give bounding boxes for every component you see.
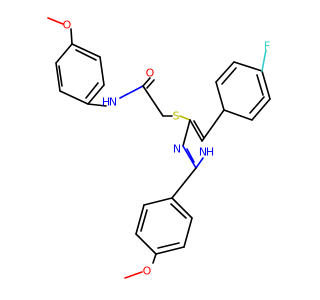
bond-double-inner: [170, 203, 187, 219]
bond-double-inner: [221, 67, 237, 85]
bond: [155, 246, 185, 255]
atom-h-imidazole: H: [206, 146, 214, 159]
bond: [55, 43, 73, 64]
bond: [47, 17, 64, 25]
methoxyphenyl-ring-bottom: [135, 197, 193, 255]
bond: [261, 70, 271, 100]
atom-o-methoxy-top: O: [63, 19, 72, 32]
bond: [87, 84, 105, 105]
bond: [143, 197, 173, 206]
methoxyphenyl-ring-top: [55, 43, 105, 105]
bond: [124, 271, 143, 279]
bond: [215, 81, 225, 111]
bond-double-inner: [140, 209, 148, 232]
bond: [179, 115, 191, 121]
bond-double-inner: [249, 96, 265, 114]
bond: [135, 204, 145, 235]
atom-n-imidazole-h: N: [199, 146, 207, 159]
atom-o-methoxy-bottom: O: [143, 265, 152, 278]
bond: [55, 62, 61, 92]
bond: [189, 119, 203, 142]
bond: [99, 56, 105, 86]
bond-double-inner: [75, 49, 97, 61]
bond-double-inner: [193, 120, 205, 139]
atom-n-imidazole: N: [173, 143, 181, 156]
bond-double-inner: [256, 74, 264, 96]
fluorophenyl-ring: [215, 61, 271, 121]
bond: [71, 43, 101, 58]
bond: [171, 197, 193, 219]
bond: [135, 233, 157, 255]
atom-n-amide: N: [109, 96, 117, 109]
bond: [233, 61, 263, 72]
imidazole-ring: [182, 119, 205, 169]
molecule-structure: O O N H S N N H F O: [47, 17, 271, 279]
bond: [59, 90, 89, 105]
bond: [195, 157, 204, 169]
bond-double-inner: [186, 148, 195, 163]
bond-double-inner: [58, 65, 63, 87]
bond: [70, 28, 73, 45]
atom-labels: O O N H S N N H F O: [63, 19, 271, 278]
bond: [223, 109, 253, 121]
bond: [182, 119, 191, 147]
bond: [119, 85, 144, 99]
atom-o-carbonyl: O: [146, 67, 155, 80]
bond: [142, 77, 151, 87]
bond: [87, 103, 107, 107]
bond: [261, 49, 267, 72]
bond: [201, 109, 225, 142]
bond: [152, 253, 157, 264]
atom-f: F: [264, 40, 270, 53]
bond: [183, 217, 193, 248]
bond-double-inner: [157, 242, 180, 249]
atom-h-amide: H: [102, 96, 110, 109]
bond: [215, 61, 235, 83]
bond: [146, 79, 155, 89]
bond-double-inner: [85, 82, 99, 99]
bond: [251, 98, 271, 121]
atom-s: S: [173, 110, 180, 123]
bond: [182, 145, 197, 169]
bond: [142, 85, 164, 117]
bond: [171, 167, 197, 199]
